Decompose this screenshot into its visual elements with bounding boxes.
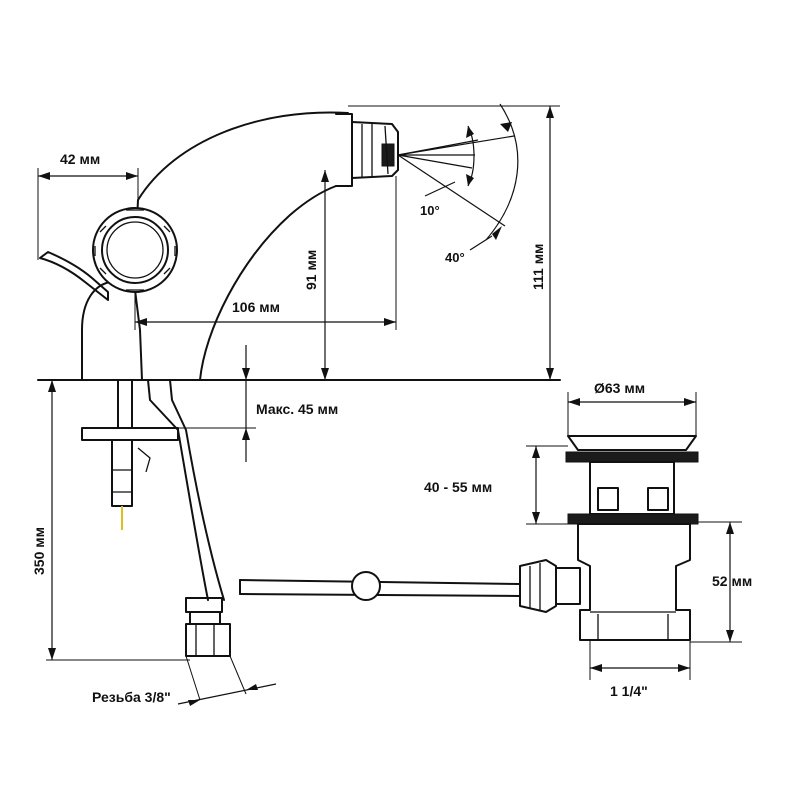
label-91mm: 91 мм [303,250,319,290]
stud-lower [111,439,133,507]
control-knob [92,207,178,293]
waste-lower-flange [567,513,699,525]
faucet-body [37,111,561,381]
dimension-106mm [134,176,397,330]
label-350mm: 350 мм [31,527,47,575]
dimension-52mm [690,521,742,643]
label-63mm: Ø63 мм [594,380,645,396]
popup-waste [239,435,699,641]
under-counter-assembly [81,379,231,657]
waste-flange [565,451,699,463]
label-max45mm: Макс. 45 мм [256,401,338,417]
dimension-max45mm [178,345,256,462]
dimension-63mm [567,392,697,436]
waste-body [577,523,691,641]
flex-hose-left [147,379,209,601]
hose-fitting-top [185,597,223,613]
threaded-stud [117,379,133,429]
aerator-nozzle [335,113,399,187]
flex-hose-right [169,379,225,601]
label-thread: Резьба 3/8" [92,689,171,705]
label-pipe: 1 1/4" [610,683,648,699]
hose-nut [185,623,231,657]
dimension-thread [177,655,277,706]
lever-handle [39,251,109,301]
spout-underside [141,185,337,381]
dimension-350mm [46,379,190,661]
control-rod-bottom [239,593,521,597]
waste-cap [567,435,697,451]
spout-top [137,111,349,201]
label-42mm: 42 мм [60,151,100,167]
label-52mm: 52 мм [712,573,752,589]
dimension-91mm [321,170,329,380]
angle-indicators [397,103,519,251]
label-106mm: 106 мм [232,299,280,315]
label-40-55mm: 40 - 55 мм [424,479,492,495]
body-column [81,281,143,381]
dimension-42mm [37,168,139,260]
dimension-pipe [589,640,691,680]
label-40deg: 40° [445,250,465,265]
rod-connector [519,559,557,613]
rod-ball [351,571,381,601]
label-10deg: 10° [420,203,440,218]
dimension-40-55mm [526,445,568,525]
label-111mm: 111 мм [530,244,546,290]
dimension-111mm [348,105,560,380]
fixing-plate [81,427,179,441]
